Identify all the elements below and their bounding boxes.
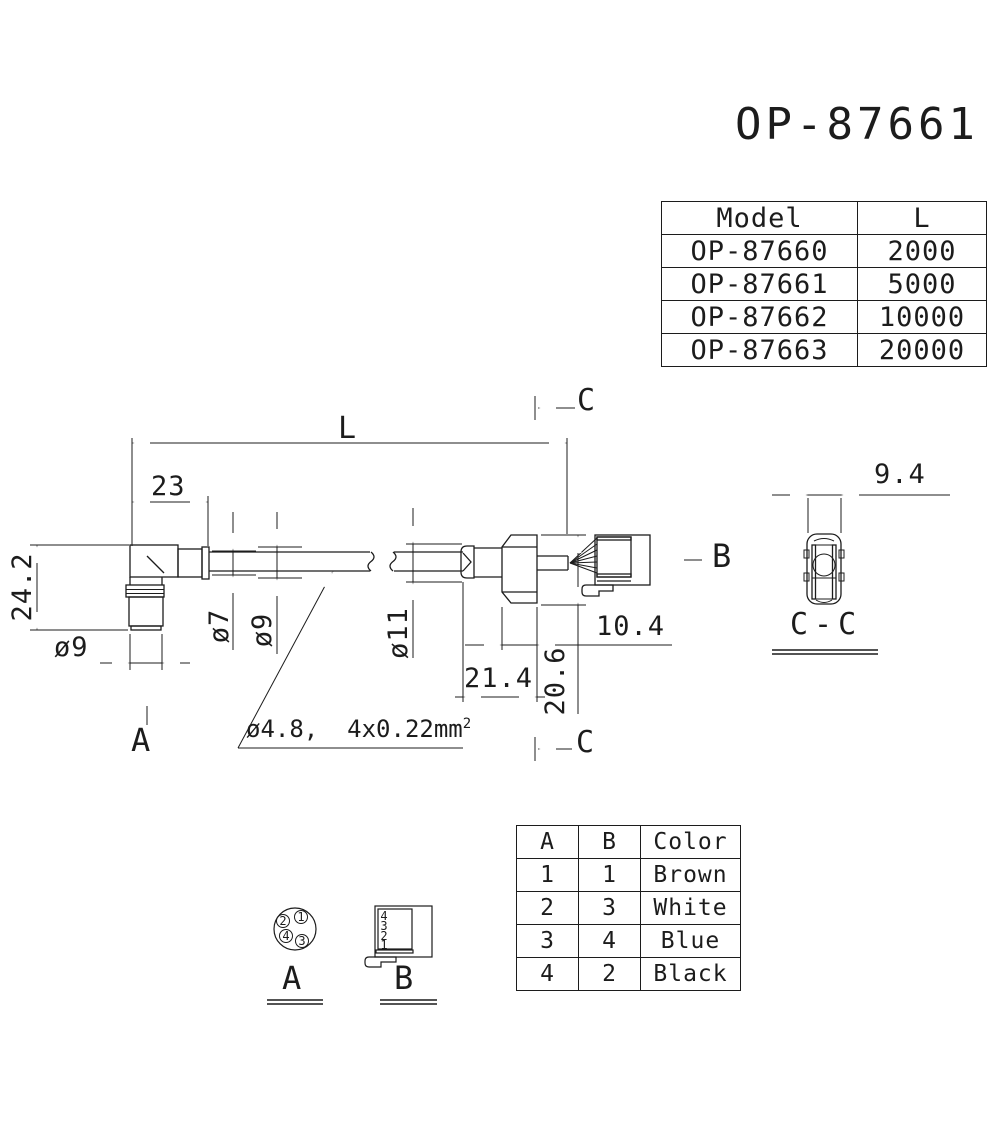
table-row: 1 1 Brown	[516, 858, 741, 892]
view-b-underline	[380, 999, 437, 1005]
color-cell: Blue	[640, 924, 741, 958]
wiring-table: A B Color 1 1 Brown 2 3 White 3 4 Blue 4…	[516, 825, 741, 991]
model-table-header-l: L	[857, 201, 987, 235]
dim-20-6-label: 20.6	[540, 646, 571, 716]
length-cell: 2000	[857, 234, 987, 268]
table-row: OP-87660 2000	[661, 234, 987, 268]
view-b-pin-2: 2	[380, 929, 387, 943]
length-cell: 10000	[857, 300, 987, 334]
pin-a-cell: 1	[516, 858, 579, 892]
table-row: 2 3 White	[516, 891, 741, 925]
view-a-label: A	[282, 959, 303, 997]
view-a-pin-1: 1	[297, 910, 304, 924]
m8-elbow-connector	[125, 544, 210, 631]
dim-23-label: 23	[151, 471, 186, 502]
dim-overall-length-label: L	[338, 411, 358, 446]
model-cell: OP-87661	[661, 267, 858, 301]
dim-21-4-label: 21.4	[464, 663, 534, 694]
section-cc-underline	[772, 649, 878, 655]
pin-a-cell: 2	[516, 891, 579, 925]
m12-right-connector	[460, 534, 569, 604]
view-a-pin-2: 2	[279, 914, 286, 928]
view-b-arrow-label: B	[712, 537, 733, 575]
view-a-connector: 1 2 4 3	[273, 907, 317, 951]
section-cc-view	[803, 533, 845, 605]
dim-21-4-lines	[455, 582, 545, 702]
view-b-pin-1: 1	[380, 938, 387, 952]
dim-dia11-lines	[406, 508, 462, 658]
section-c-bottom-label: C	[576, 725, 596, 760]
dim-dia9-cable-lines	[258, 512, 302, 654]
cable-note: ø4.8, 4x0.22mm2	[246, 717, 471, 741]
model-cell: OP-87663	[661, 333, 858, 367]
dim-dia7-lines	[212, 512, 256, 650]
dim-20-6-lines	[541, 534, 586, 714]
cable	[209, 551, 463, 572]
wiring-table-header-row: A B Color	[516, 825, 741, 859]
color-cell: Brown	[640, 858, 741, 892]
model-table-header-row: Model L	[661, 201, 987, 235]
view-a-arrow	[143, 688, 151, 725]
view-b-connector: 4 3 2 1	[364, 905, 433, 968]
color-cell: White	[640, 891, 741, 925]
page-title: OP-87661	[735, 99, 979, 150]
view-a-pin-3: 3	[298, 934, 305, 948]
length-cell: 5000	[857, 267, 987, 301]
section-marker-top	[534, 396, 575, 420]
model-table-header-model: Model	[661, 201, 858, 235]
dim-dia11-label: ø11	[383, 607, 414, 659]
table-row: 3 4 Blue	[516, 924, 741, 958]
dim-dia9-left-lines	[100, 634, 190, 670]
dim-9-4-label: 9.4	[874, 459, 926, 490]
view-b-pin-4: 4	[380, 909, 387, 923]
model-cell: OP-87662	[661, 300, 858, 334]
pin-a-cell: 3	[516, 924, 579, 958]
wiring-header-b: B	[578, 825, 641, 859]
dim-24-2-lines	[30, 544, 129, 631]
section-cc-label: C-C	[790, 607, 863, 642]
length-cell: 20000	[857, 333, 987, 367]
view-a-pin-4: 4	[282, 929, 289, 943]
view-b-pin-3: 3	[380, 919, 387, 933]
pin-b-cell: 3	[578, 891, 641, 925]
pin-b-cell: 4	[578, 924, 641, 958]
pin-b-cell: 1	[578, 858, 641, 892]
section-c-top-label: C	[577, 383, 597, 418]
dim-9-4-lines	[772, 491, 950, 533]
model-table: Model L OP-87660 2000 OP-87661 5000 OP-8…	[661, 201, 987, 367]
pin-a-cell: 4	[516, 957, 579, 991]
pin-b-cell: 2	[578, 957, 641, 991]
view-b-label: B	[394, 959, 415, 997]
table-row: 4 2 Black	[516, 957, 741, 991]
dim-dia7-label: ø7	[204, 608, 235, 644]
cable-note-text: ø4.8, 4x0.22mm	[246, 715, 463, 743]
section-marker-bottom	[534, 737, 572, 761]
dim-overall-length-lines	[131, 438, 568, 546]
dim-dia9-left-label: ø9	[54, 632, 89, 663]
wires	[569, 537, 598, 574]
view-a-underline	[267, 999, 323, 1005]
table-row: OP-87662 10000	[661, 300, 987, 334]
color-cell: Black	[640, 957, 741, 991]
view-a-arrow-label: A	[131, 721, 152, 759]
wiring-header-color: Color	[640, 825, 741, 859]
table-row: OP-87663 20000	[661, 333, 987, 367]
table-row: OP-87661 5000	[661, 267, 987, 301]
dim-10-4-lines	[465, 607, 672, 702]
cable-note-sup: 2	[462, 716, 472, 732]
connector-b-housing	[581, 534, 651, 597]
cable-note-leader	[237, 570, 463, 749]
model-cell: OP-87660	[661, 234, 858, 268]
dim-23-lines	[132, 496, 209, 546]
dim-dia9-cable-label: ø9	[247, 612, 278, 648]
dim-24-2-label: 24.2	[7, 552, 38, 622]
view-b-arrow	[666, 556, 702, 564]
wiring-header-a: A	[516, 825, 579, 859]
dim-10-4-label: 10.4	[596, 611, 666, 642]
